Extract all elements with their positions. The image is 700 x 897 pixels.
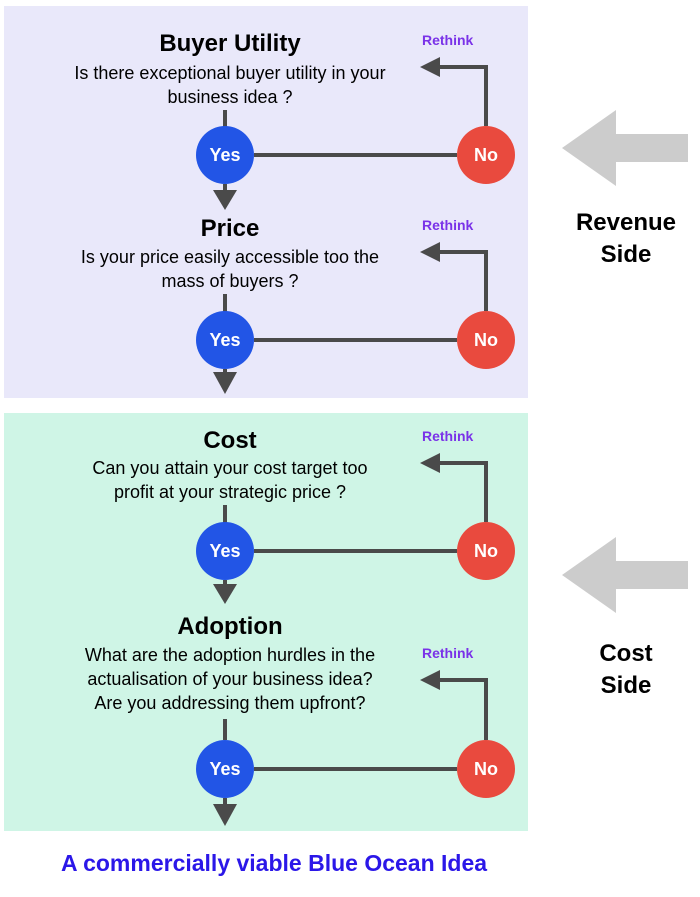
rethink-connector [436, 678, 488, 740]
rethink-label: Rethink [422, 217, 474, 233]
down-arrowhead [213, 804, 237, 826]
left-arrowhead [420, 242, 440, 262]
rethink-connector [436, 461, 488, 522]
step-question-buyer-utility: Is there exceptional buyer utility in yo… [74, 63, 386, 107]
step-title-buyer-utility: Buyer Utility [159, 30, 301, 57]
step-question-adoption: What are the adoption hurdles in the act… [84, 645, 376, 713]
no-node[interactable]: No [457, 522, 515, 580]
step-title-price: Price [200, 215, 260, 242]
rethink-label: Rethink [422, 32, 474, 48]
step-title-adoption: Adoption [177, 613, 283, 640]
rethink-connector [436, 65, 488, 126]
revenue-side-arrow [562, 110, 688, 186]
step-title-cost: Cost [203, 427, 257, 454]
rethink-label: Rethink [422, 645, 474, 661]
down-arrowhead [213, 584, 237, 604]
step-question-cost: Can you attain your cost target too prof… [92, 458, 368, 502]
left-arrowhead [420, 453, 440, 473]
yes-node[interactable]: Yes [196, 311, 254, 369]
no-node[interactable]: No [457, 126, 515, 184]
left-arrowhead [420, 57, 440, 77]
rethink-connector [436, 250, 488, 311]
no-node[interactable]: No [457, 311, 515, 369]
revenue-panel [4, 6, 528, 398]
yes-node[interactable]: Yes [196, 522, 254, 580]
no-node[interactable]: No [457, 740, 515, 798]
down-arrowhead [213, 372, 237, 394]
cost-panel [4, 413, 528, 831]
down-arrowhead [213, 190, 237, 210]
cost-side-label: Cost Side [599, 640, 653, 699]
conclusion-text: A commercially viable Blue Ocean Idea [60, 850, 488, 876]
yes-node[interactable]: Yes [196, 740, 254, 798]
revenue-side-label: Revenue Side [575, 209, 677, 268]
yes-node[interactable]: Yes [196, 126, 254, 184]
cost-side-arrow [562, 537, 688, 613]
step-question-price: Is your price easily accessible too the … [80, 247, 380, 291]
rethink-label: Rethink [422, 428, 474, 444]
left-arrowhead [420, 670, 440, 690]
